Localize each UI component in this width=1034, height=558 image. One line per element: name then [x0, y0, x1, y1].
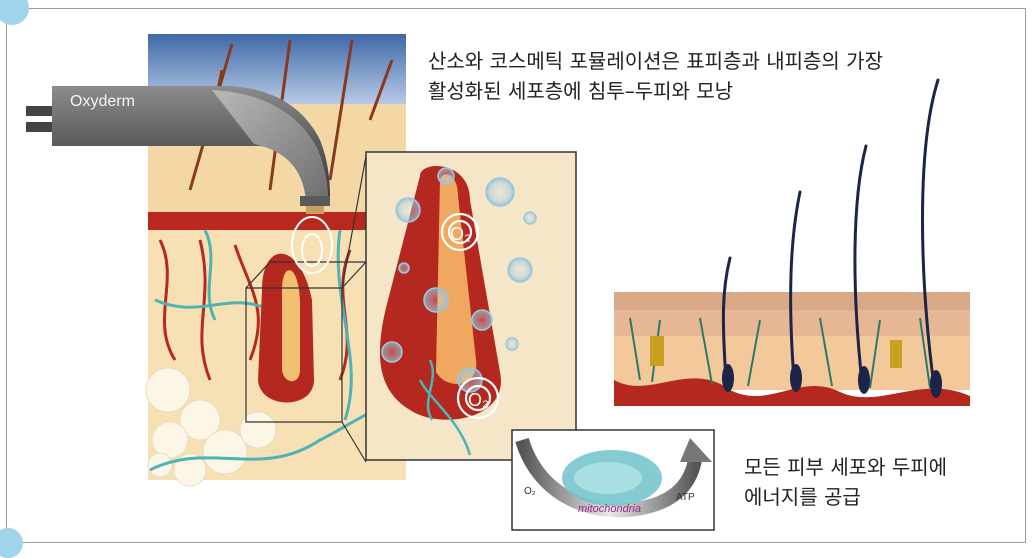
mitochondria-label: mitochondria	[578, 503, 641, 515]
mitochondria-inset: O₂ mitochondria ATP	[512, 430, 714, 530]
atp-label: ATP	[676, 492, 695, 503]
bottom-caption: 모든 피부 세포와 두피에 에너지를 공급	[744, 452, 947, 512]
top-caption: 산소와 코스메틱 포뮬레이션은 표피층과 내피층의 가장 활성화된 세포층에 침…	[428, 46, 883, 106]
o2-label: O₂	[450, 224, 471, 244]
inset-left-label: O₂	[524, 486, 536, 497]
bottom-caption-line: 모든 피부 세포와 두피에	[744, 452, 947, 482]
o2-label: O₂	[468, 390, 489, 410]
zoom-panel: O₂ O₂	[366, 152, 576, 460]
scalp-cross-section	[614, 80, 970, 406]
bottom-caption-line: 에너지를 공급	[744, 482, 947, 512]
top-caption-line: 산소와 코스메틱 포뮬레이션은 표피층과 내피층의 가장	[428, 46, 883, 76]
device-brand-label: Oxyderm	[70, 93, 135, 110]
top-caption-line: 활성화된 세포층에 침투–두피와 모낭	[428, 76, 883, 106]
